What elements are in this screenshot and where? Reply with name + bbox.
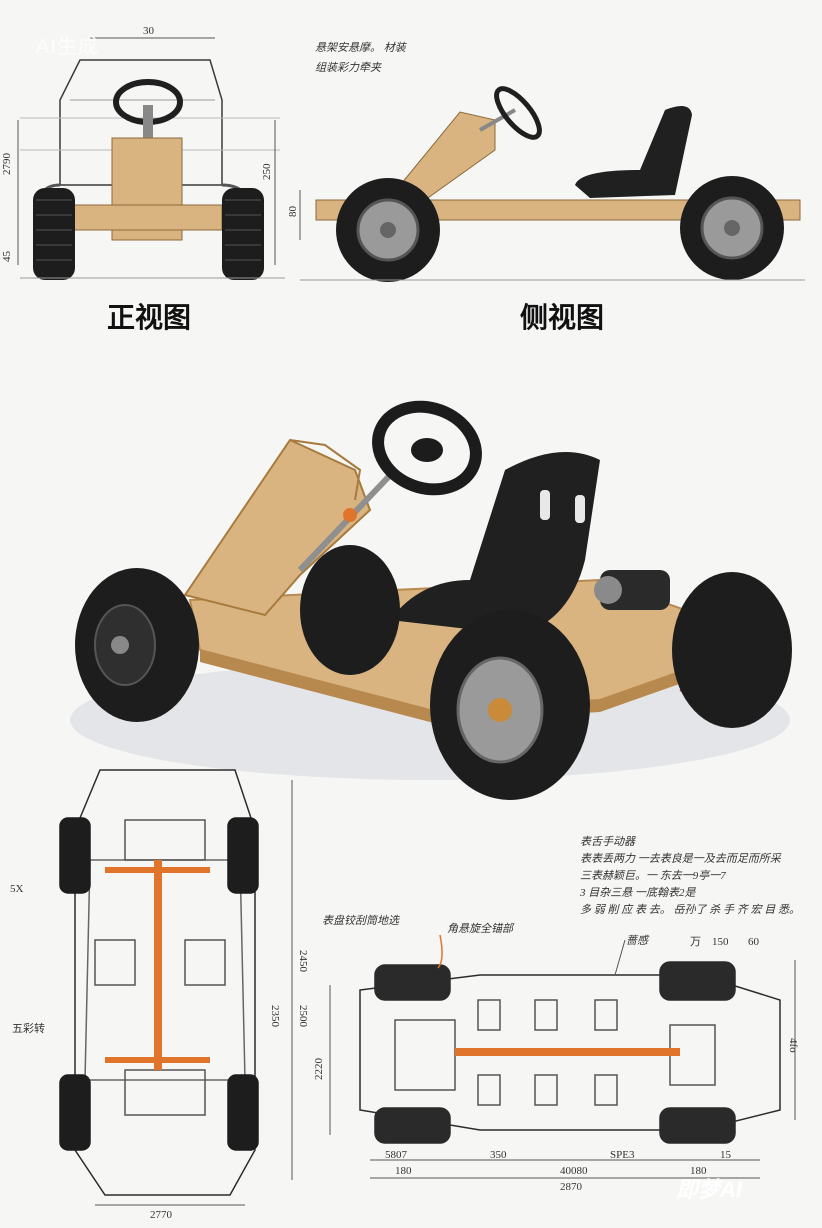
top-view-wheel-rr [227, 1074, 259, 1151]
underside-callout-a: 角悬旋全锚部 [447, 923, 513, 935]
top-view-drawing [59, 769, 293, 1206]
under-dim-bot-1: 180 [395, 1165, 412, 1177]
front-view-label: 正视图 [107, 301, 192, 334]
underside-note-item: 表表丢两力 一去表良是一及去而足而所采 [580, 853, 781, 865]
side-view-notes: 悬架安悬摩。 材装 组装彩力牵夹 [315, 38, 406, 78]
side-note-line: 组装彩力牵夹 [315, 62, 381, 74]
side-dim-left: 80 [287, 206, 299, 218]
under-dim-bot-7: 180 [690, 1165, 707, 1177]
under-dim-bot-4: 5807 [385, 1149, 408, 1161]
front-dim-right: 250 [261, 163, 273, 180]
under-dim-top-b: 60 [748, 936, 760, 948]
underside-wheel-fr [659, 961, 736, 1001]
side-note-line: 悬架安悬摩。 材装 [315, 42, 406, 54]
side-view-drawing [299, 86, 805, 282]
underside-wheel-rr [659, 1107, 736, 1144]
front-dim-low: 45 [1, 251, 13, 263]
render-rear-left-wheel [300, 545, 400, 675]
underside-callout-b: 蔷感 [626, 935, 648, 947]
side-steering-wheel [494, 86, 542, 140]
under-dim-top-a: 150 [712, 936, 729, 948]
render-steering-wheel [372, 400, 482, 496]
render-rear-right-wheel [672, 572, 792, 728]
underside-notes-list: 表舌手动器 表表丢两力 一去表良是一及去而足而所采 三表赫颖巨。一 东去一9亭一… [580, 834, 815, 919]
top-view-frame [74, 769, 256, 1196]
front-left-wheel [33, 188, 75, 280]
under-dim-bot-6: SPE3 [610, 1149, 635, 1161]
under-dim-right: 4fo [787, 1038, 799, 1053]
under-dim-top-prefix: 万 [690, 936, 701, 948]
underside-note-item: 表舌手动器 [580, 836, 635, 848]
under-dim-bot-8: 15 [720, 1149, 732, 1161]
top-dim-bottom: 2770 [150, 1209, 173, 1221]
top-view-wheel-fr [227, 817, 259, 894]
underside-wheel-rl [374, 1107, 451, 1144]
perspective-render [70, 400, 792, 800]
under-dim-bot-5: 350 [490, 1149, 507, 1161]
underside-note-item: 多 弱 削 应 表 去。 岳孙了 杀 手 齐 宏 目 悉。 [580, 904, 800, 916]
under-dim-left: 2220 [313, 1058, 325, 1081]
top-view-wheel-rl [59, 1074, 91, 1151]
top-view-wheel-fl [59, 817, 91, 894]
underside-title: 表盘铰刮筒地选 [322, 915, 399, 927]
front-right-wheel [222, 188, 264, 280]
top-dim-right-b: 2500 [297, 1005, 309, 1028]
underside-view-drawing [329, 934, 796, 1179]
front-view-drawing [17, 37, 285, 280]
front-dim-top: 30 [143, 25, 155, 37]
ai-generated-badge: AI生成 [36, 36, 99, 58]
underside-wheel-fl [374, 964, 451, 1001]
under-dim-bot-3: 2870 [560, 1181, 583, 1193]
underside-note-item: 三表赫颖巨。一 东去一9亭一7 [580, 870, 726, 882]
under-dim-bot-2: 40080 [560, 1165, 588, 1177]
top-label-left-mid: 五彩转 [12, 1021, 45, 1035]
side-view-label: 侧视图 [520, 301, 605, 334]
jimeng-ai-watermark: 即梦AI [676, 1177, 743, 1202]
top-dim-right-a: 2450 [297, 950, 309, 973]
side-seat [575, 106, 692, 198]
front-dim-left: 2790 [1, 153, 13, 176]
top-label-left-top: 5X [10, 883, 24, 895]
underside-note-item: 3 目杂三悬 一底翰表2是 [580, 887, 696, 899]
top-dim-right-c: 2350 [269, 1005, 281, 1028]
